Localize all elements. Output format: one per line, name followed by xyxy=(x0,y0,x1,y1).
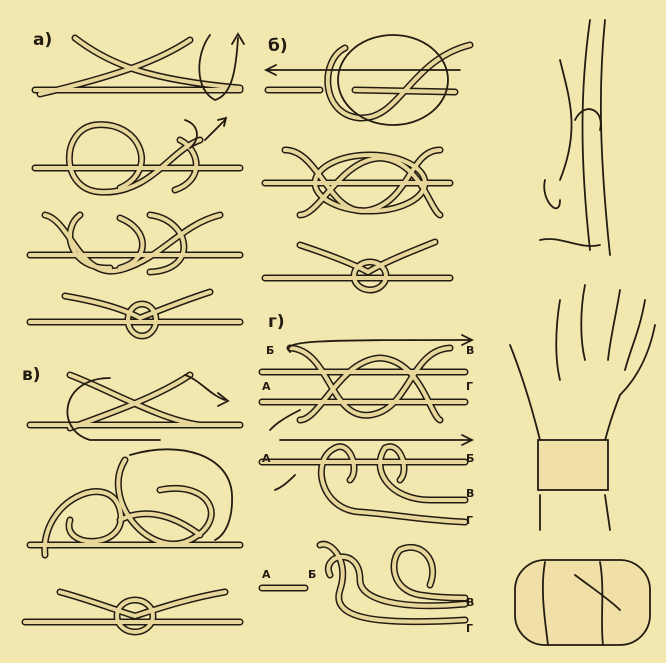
wrapped-bundle-drawing xyxy=(515,560,650,645)
g-row2-right-3: Г xyxy=(466,514,473,527)
g-row2-left: А xyxy=(262,452,271,465)
g-row3-left-2: Б xyxy=(308,568,316,581)
g-row1-right-top: В xyxy=(466,344,474,357)
g-row3-left-1: А xyxy=(262,568,271,581)
panel-a-label: а) xyxy=(33,30,52,50)
g-row3-right-1: В xyxy=(466,596,474,609)
g-row1-left-top: Б xyxy=(266,344,274,357)
panel-v-label: в) xyxy=(22,365,41,385)
panel-g-label: г) xyxy=(268,312,285,332)
g-row3-right-2: Г xyxy=(466,622,473,635)
g-row1-left-bottom: А xyxy=(262,380,271,393)
panel-b-label: б) xyxy=(268,36,288,56)
g-row2-right-2: В xyxy=(466,487,474,500)
g-row2-right-1: Б xyxy=(466,452,474,465)
g-row1-right-bottom: Г xyxy=(466,380,473,393)
